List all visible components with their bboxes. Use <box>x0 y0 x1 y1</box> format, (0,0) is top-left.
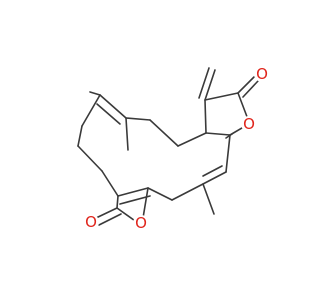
atom-o-ring-bottom: O <box>133 214 149 232</box>
atom-o-carbonyl-bottom: O <box>83 213 99 231</box>
bond-c16-c17 <box>117 187 149 197</box>
bond-c12-methyl <box>202 183 215 215</box>
structure-canvas: O O O O <box>77 65 270 232</box>
atom-o-ring-bottom-label: O <box>135 214 147 232</box>
bond-c16-c18 <box>116 195 119 209</box>
bond-methylene-a <box>204 69 216 101</box>
atom-o-carbonyl-top: O <box>254 65 270 83</box>
bond-c3-terminal <box>89 91 101 96</box>
bond-c4-c3-double <box>96 103 121 125</box>
bond-c8-c9 <box>204 92 239 101</box>
atom-o-carbonyl-bottom-label: O <box>85 213 97 231</box>
bond-c7-c8 <box>204 99 207 134</box>
skeletal-formula: O O O O <box>77 65 270 232</box>
bond-carbonyl-top-b <box>242 80 259 98</box>
bond-c10-c11 <box>225 134 231 173</box>
bond-c13-c14 <box>147 187 173 201</box>
bond-carbonyl-top-a <box>237 76 255 94</box>
bond-c16-c17-double <box>119 195 151 205</box>
bond-c5-c4 <box>125 117 151 121</box>
bond-c11-c12 <box>202 171 227 185</box>
bond-c10-c7 <box>205 132 231 136</box>
bond-c1-c15 <box>77 145 103 172</box>
bond-c7-c6 <box>177 132 207 147</box>
atom-o-ring-top: O <box>241 115 257 133</box>
bond-c3-c2 <box>81 94 101 127</box>
bond-c2-c1 <box>77 125 83 147</box>
bond-c6-c5 <box>149 119 179 147</box>
bond-methylene-b <box>198 67 210 99</box>
bond-c4-methyl <box>125 117 129 151</box>
bond-c12-c13 <box>171 183 204 201</box>
bond-carbonyl-bottom-b <box>98 213 122 226</box>
bond-c11-c12-double <box>202 165 223 177</box>
atom-o-ring-top-label: O <box>243 115 255 133</box>
bond-carbonyl-bottom-a <box>95 207 118 219</box>
bond-o-ring-c14 <box>142 187 149 219</box>
bond-c4-c3 <box>99 94 127 119</box>
atom-o-carbonyl-top-label: O <box>256 65 268 83</box>
bond-c15-c16 <box>101 170 119 197</box>
